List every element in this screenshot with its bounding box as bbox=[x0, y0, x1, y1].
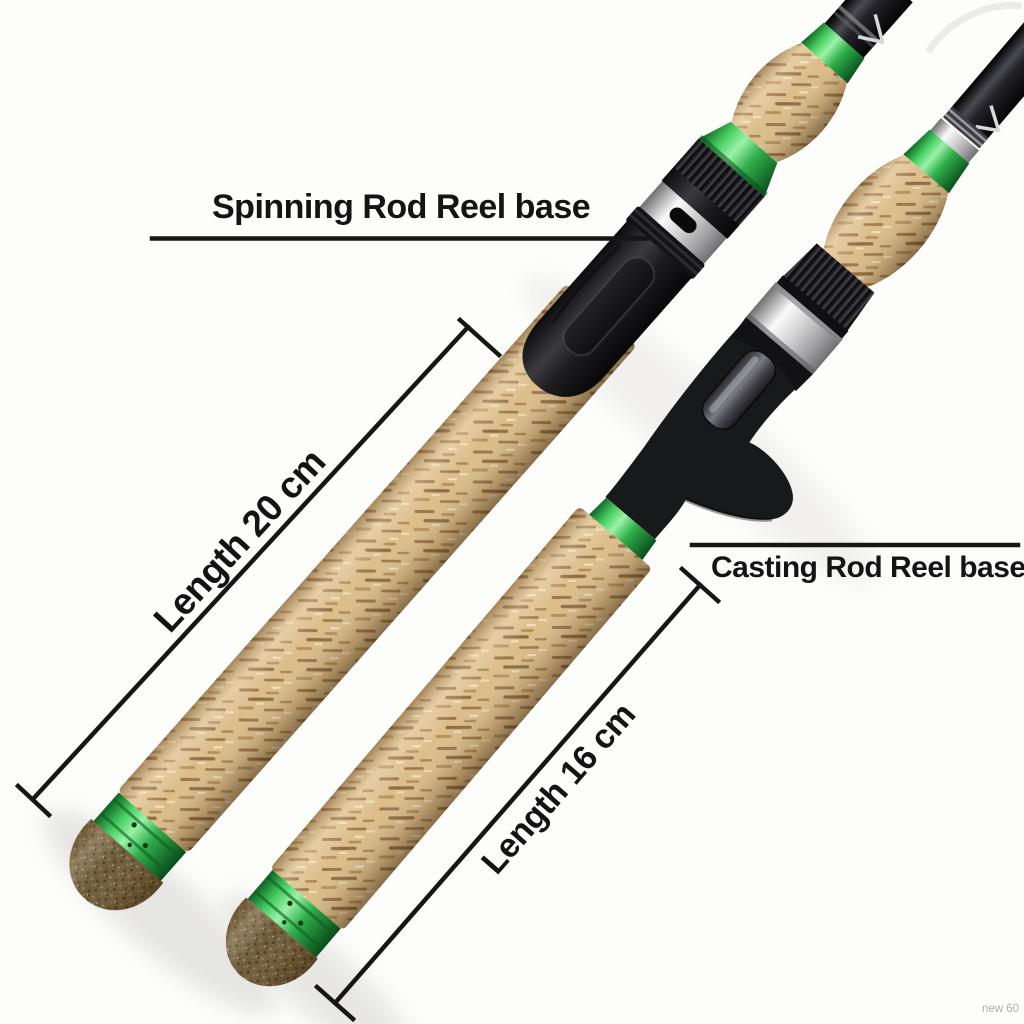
casting-rod-winding-check bbox=[930, 118, 979, 163]
spinning-rod-butt-ring bbox=[93, 792, 187, 881]
spinning-reel-seat-slot bbox=[669, 207, 697, 234]
spinning-butt-ring-groove-2 bbox=[99, 812, 169, 874]
casting-butt-ring-hole-2 bbox=[298, 920, 304, 926]
casting-rod-green-winding-ring bbox=[903, 129, 970, 194]
spinning-length-dimension-line bbox=[14, 316, 503, 819]
spinning-butt-ring-groove-1 bbox=[112, 797, 182, 860]
spinning-rod-green-winding-ring bbox=[801, 22, 865, 84]
casting-exposed-blank-highlight bbox=[709, 356, 759, 413]
casting-rod-hook-keeper bbox=[975, 105, 1001, 133]
casting-length-line bbox=[331, 581, 704, 1007]
casting-reel-base-label: Casting Rod Reel base bbox=[711, 551, 1024, 584]
casting-rod bbox=[225, 0, 1024, 987]
spinning-eva-pad-outline bbox=[562, 256, 656, 357]
casting-seat-ring-base bbox=[745, 313, 817, 375]
spinning-rod-blank bbox=[822, 0, 913, 61]
spinning-lock-nut-base bbox=[661, 167, 740, 239]
casting-rod-reel-seat-ring bbox=[745, 282, 843, 375]
casting-rod-seat-hood bbox=[730, 317, 813, 392]
casting-handle-shading bbox=[272, 508, 651, 929]
annotation-lines bbox=[14, 236, 1021, 1023]
spinning-collar-edge bbox=[698, 134, 768, 197]
casting-butt-ring-groove-2 bbox=[253, 889, 324, 951]
spinning-length-tick-bottom bbox=[14, 782, 53, 819]
spinning-length-line bbox=[29, 323, 472, 803]
casting-length-tick-bottom bbox=[313, 983, 357, 1023]
spinning-length-tick-top bbox=[456, 316, 503, 359]
watermark: new 60 bbox=[982, 1003, 1020, 1015]
casting-wrap-line-1 bbox=[948, 108, 987, 142]
casting-rod-blank bbox=[949, 0, 1024, 141]
spinning-flange-ridge-1 bbox=[633, 208, 703, 271]
casting-foregrip-shading bbox=[823, 154, 949, 287]
casting-length-dimension-line bbox=[313, 565, 722, 1023]
spinning-eva-ridge bbox=[552, 244, 622, 324]
spinning-rod-hook-keeper bbox=[857, 14, 885, 45]
casting-seat-ring-lip bbox=[772, 282, 843, 344]
spinning-butt-ring-hole-3 bbox=[127, 842, 132, 848]
spinning-flange-ridge-2 bbox=[628, 213, 699, 276]
casting-rod-lock-nut bbox=[776, 243, 875, 339]
casting-butt-cap-shading bbox=[225, 897, 318, 987]
spinning-butt-cap-shading bbox=[69, 819, 164, 911]
casting-length-tick-top bbox=[678, 565, 722, 605]
spinning-butt-ring-hole-1 bbox=[131, 822, 137, 828]
spinning-seat-flange bbox=[626, 206, 705, 279]
spinning-butt-ring-hole-2 bbox=[142, 842, 148, 849]
spinning-reel-base-label: Spinning Rod Reel base bbox=[212, 188, 591, 226]
casting-butt-ring-hole-1 bbox=[287, 900, 293, 906]
casting-rod-green-ring bbox=[589, 497, 657, 561]
spinning-rod bbox=[69, 0, 913, 911]
spinning-eva-pad bbox=[563, 257, 655, 356]
casting-butt-ring-groove-1 bbox=[265, 875, 337, 937]
blurred-rod-tip bbox=[925, 1, 1023, 54]
spinning-handle-shading bbox=[119, 285, 635, 852]
spinning-rod-lock-nut bbox=[673, 138, 765, 226]
spinning-rod-thread-wrap bbox=[837, 5, 880, 43]
casting-wrap-line-2 bbox=[944, 113, 983, 147]
casting-lock-nut-base bbox=[776, 275, 849, 339]
casting-butt-ring-hole-3 bbox=[282, 920, 287, 925]
casting-rod-thread-wrap bbox=[942, 106, 989, 149]
casting-rod-butt-ring bbox=[247, 870, 341, 958]
spinning-rod-green-collar bbox=[698, 121, 778, 197]
casting-trigger-shadow-line bbox=[685, 498, 772, 522]
spinning-foregrip-shading bbox=[731, 43, 847, 163]
